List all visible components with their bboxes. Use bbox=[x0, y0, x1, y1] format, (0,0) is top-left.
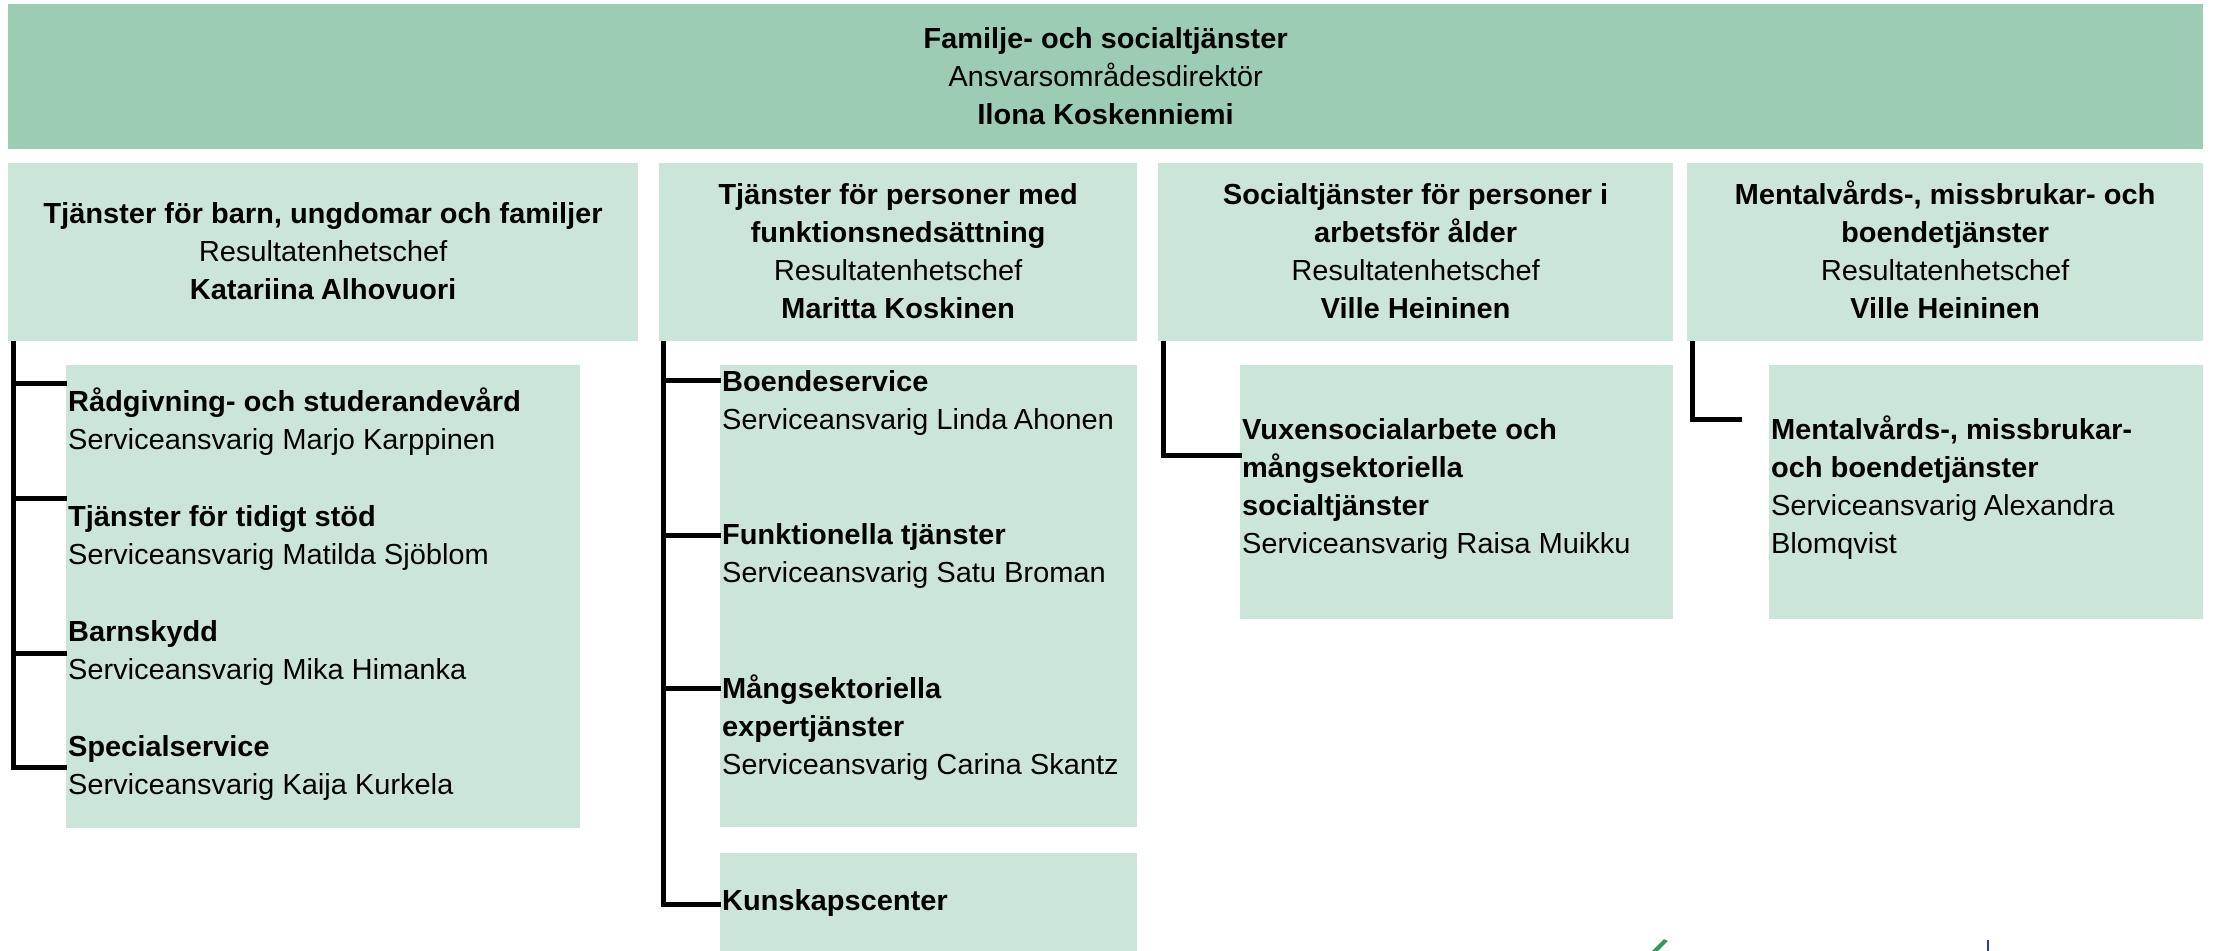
unit-role: Resultatenhetschef bbox=[773, 255, 1023, 287]
director-name: Ilona Koskenniemi bbox=[977, 98, 1234, 131]
service-item: Specialservice Serviceansvarig Kaija Kur… bbox=[68, 728, 453, 804]
connector-line bbox=[11, 765, 67, 770]
unit-box-disability-services: Tjänster för personer med funktionsnedsä… bbox=[659, 163, 1137, 341]
service-item: Rådgivning- och studerandevård Servicean… bbox=[68, 383, 521, 459]
connector-line bbox=[11, 651, 67, 656]
services-panel bbox=[1769, 365, 2203, 619]
unit-role: Resultatenhetschef bbox=[1291, 255, 1540, 287]
service-person: Serviceansvarig Marjo Karppinen bbox=[68, 424, 496, 456]
service-title: Rådgivning- och studerandevård bbox=[68, 386, 521, 418]
service-item: Funktionella tjänster Serviceansvarig Sa… bbox=[722, 516, 1122, 592]
connector-line bbox=[661, 341, 666, 907]
services-panel bbox=[720, 365, 1137, 827]
service-person: Serviceansvarig Linda Ahonen bbox=[722, 404, 1114, 436]
service-item: Barnskydd Serviceansvarig Mika Himanka bbox=[68, 613, 466, 689]
service-item: Tjänster för tidigt stöd Serviceansvarig… bbox=[68, 498, 489, 574]
services-panel bbox=[720, 853, 1137, 951]
service-item: Kunskapscenter bbox=[722, 882, 948, 920]
unit-box-mental-health-substance-housing: Mentalvårds-, missbrukar- och boendetjän… bbox=[1687, 163, 2203, 341]
connector-line bbox=[661, 533, 721, 538]
unit-role: Resultatenhetschef bbox=[1820, 255, 2070, 287]
unit-title: Socialtjänster för personer i arbetsför … bbox=[1222, 179, 1609, 249]
unit-role: Resultatenhetschef bbox=[198, 236, 448, 268]
service-title: Mentalvårds-, missbrukar- och boendetjän… bbox=[1771, 414, 2133, 484]
logo-fragment-icon bbox=[1652, 939, 1668, 951]
service-title: Kunskapscenter bbox=[722, 885, 948, 917]
connector-line bbox=[1161, 453, 1242, 458]
unit-title: Tjänster för personer med funktionsnedsä… bbox=[718, 179, 1078, 249]
connector-line bbox=[11, 496, 67, 501]
service-person: Serviceansvarig Alexandra Blomqvist bbox=[1771, 490, 2115, 560]
unit-manager-name: Katariina Alhovuori bbox=[189, 274, 457, 306]
connector-line bbox=[661, 902, 721, 907]
service-person: Serviceansvarig Mika Himanka bbox=[68, 654, 467, 686]
unit-title: Tjänster för barn, ungdomar och familjer bbox=[43, 198, 603, 230]
service-title: Boendeservice bbox=[722, 366, 929, 398]
service-item: Mentalvårds-, missbrukar- och boendetjän… bbox=[1771, 411, 2191, 563]
unit-manager-name: Maritta Koskinen bbox=[781, 293, 1015, 325]
service-title: Barnskydd bbox=[68, 616, 218, 648]
service-title: Specialservice bbox=[68, 731, 270, 763]
services-panel bbox=[1240, 365, 1673, 619]
connector-line bbox=[11, 381, 67, 386]
service-title: Mångsektoriella expertjänster bbox=[722, 673, 942, 743]
service-person: Serviceansvarig Raisa Muikku bbox=[1242, 528, 1631, 560]
unit-manager-name: Ville Heininen bbox=[1850, 293, 2040, 325]
unit-box-working-age-social-services: Socialtjänster för personer i arbetsför … bbox=[1158, 163, 1673, 341]
service-item: Mångsektoriella expertjänster Serviceans… bbox=[722, 670, 1122, 784]
department-title: Familje- och socialtjänster bbox=[923, 22, 1288, 55]
service-item: Boendeservice Serviceansvarig Linda Ahon… bbox=[722, 363, 1122, 439]
unit-title: Mentalvårds-, missbrukar- och boendetjän… bbox=[1734, 179, 2156, 249]
connector-line bbox=[1161, 341, 1166, 458]
service-item: Vuxensocialarbete och mångsektoriella so… bbox=[1242, 411, 1642, 563]
service-person: Serviceansvarig Kaija Kurkela bbox=[68, 769, 454, 801]
connector-line bbox=[661, 686, 721, 691]
connector-line bbox=[11, 341, 16, 770]
service-person: Serviceansvarig Carina Skantz bbox=[722, 749, 1119, 781]
logo-fragment-icon bbox=[1987, 940, 1989, 951]
director-box: Familje- och socialtjänster Ansvarsområd… bbox=[8, 4, 2203, 149]
services-panel bbox=[66, 365, 580, 828]
connector-line bbox=[1690, 417, 1742, 422]
service-person: Serviceansvarig Satu Broman bbox=[722, 557, 1106, 589]
service-person: Serviceansvarig Matilda Sjöblom bbox=[68, 539, 489, 571]
connector-line bbox=[1690, 341, 1695, 422]
director-role: Ansvarsområdesdirektör bbox=[948, 60, 1263, 93]
unit-manager-name: Ville Heininen bbox=[1320, 293, 1511, 325]
service-title: Tjänster för tidigt stöd bbox=[68, 501, 376, 533]
unit-box-children-youth-families: Tjänster för barn, ungdomar och familjer… bbox=[8, 163, 638, 341]
service-title: Funktionella tjänster bbox=[722, 519, 1006, 551]
service-title: Vuxensocialarbete och mångsektoriella so… bbox=[1242, 414, 1557, 522]
connector-line bbox=[661, 378, 721, 383]
